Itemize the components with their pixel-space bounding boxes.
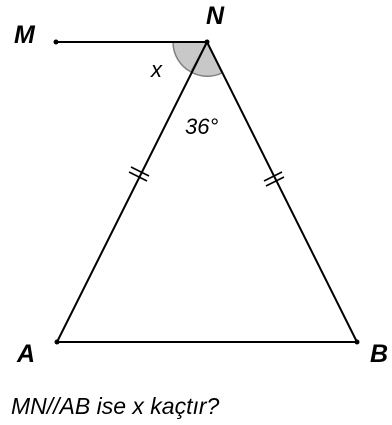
label-b: B: [370, 340, 388, 368]
point-m-dot: [53, 39, 59, 45]
point-b-dot: [354, 339, 360, 345]
question-text: MN//AB ise x kaçtır?: [11, 393, 220, 419]
angle-x-label: x: [150, 57, 163, 82]
point-a-dot: [54, 339, 60, 345]
equal-ticks-nb: [263, 171, 285, 187]
equal-ticks-na: [128, 166, 150, 182]
segment-nb: [206, 41, 358, 343]
angle-36-label: 36°: [185, 114, 218, 139]
point-n-dot: [204, 39, 210, 45]
label-n: N: [206, 2, 225, 30]
label-a: A: [16, 340, 35, 368]
label-m: M: [14, 21, 36, 49]
segment-na: [56, 41, 208, 343]
